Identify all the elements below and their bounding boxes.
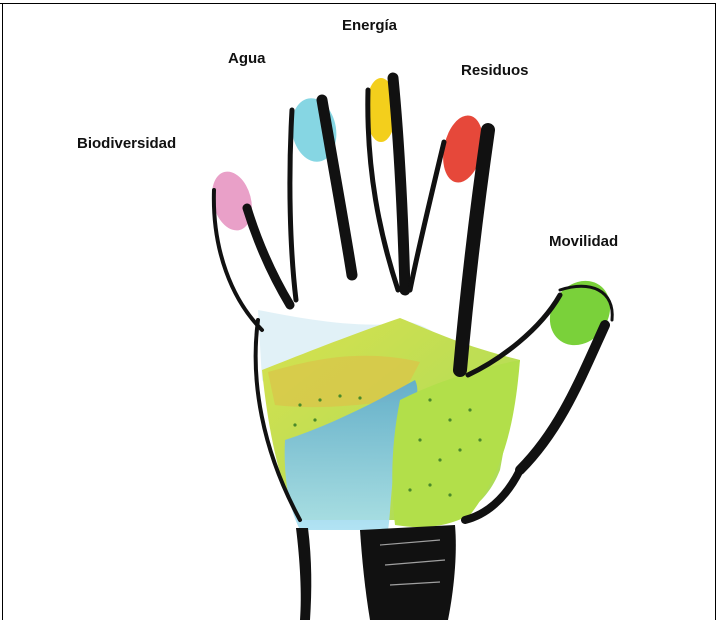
wrist-sleeve	[296, 525, 456, 620]
palm-landscape	[258, 310, 520, 530]
label-residuos: Residuos	[461, 62, 529, 79]
label-energia: Energía	[342, 17, 397, 34]
label-movilidad: Movilidad	[549, 233, 618, 250]
label-biodiversidad: Biodiversidad	[77, 135, 176, 152]
label-agua: Agua	[228, 50, 266, 67]
